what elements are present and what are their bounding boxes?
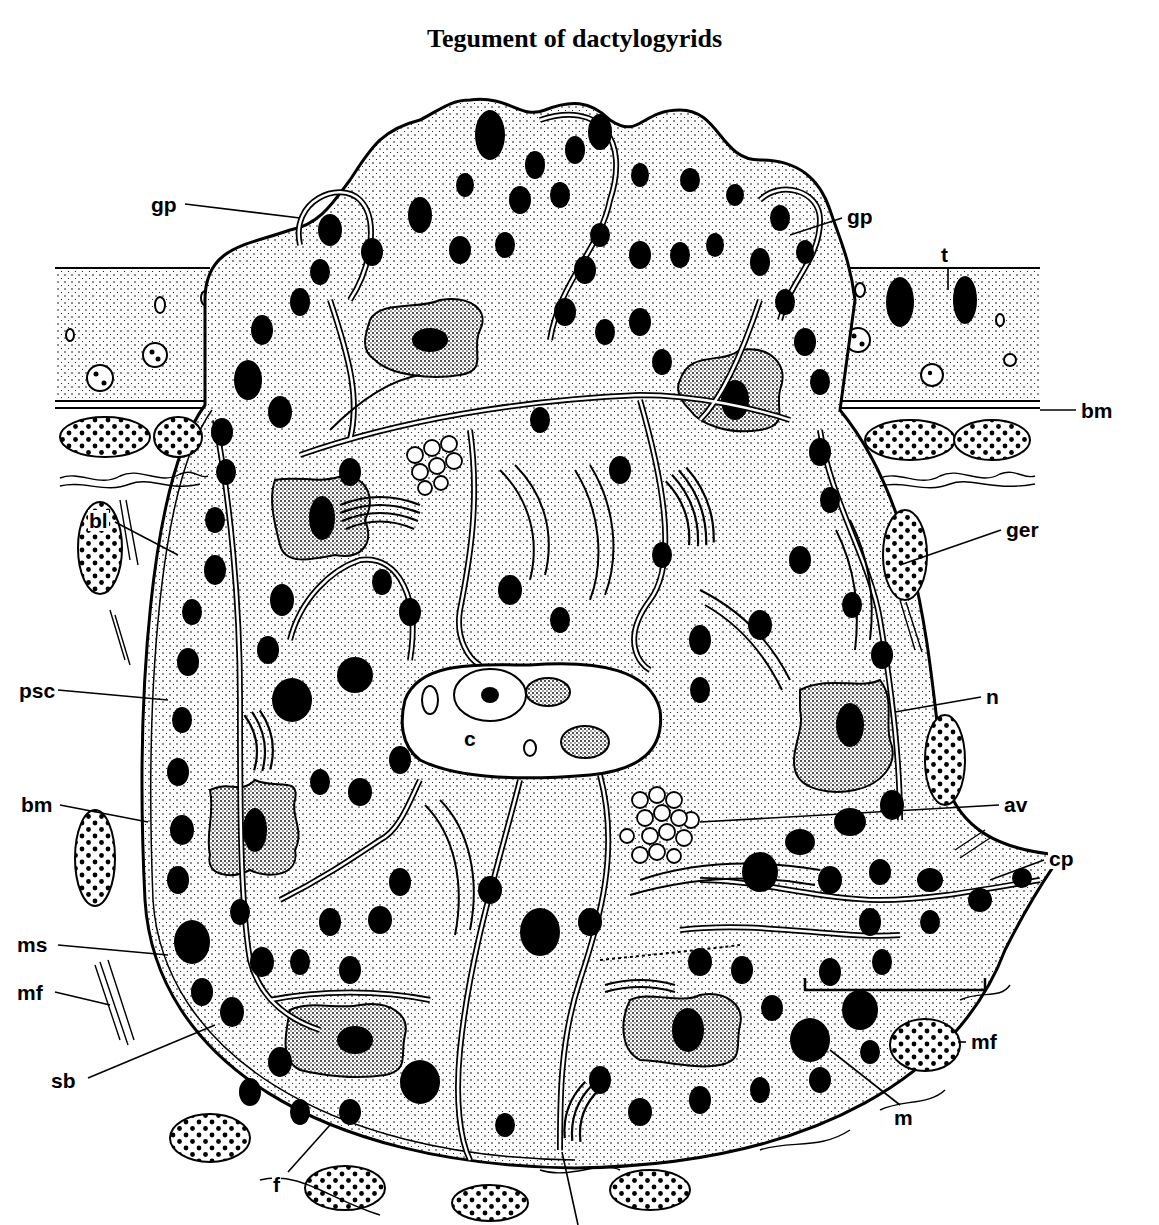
part-label: n — [985, 686, 1000, 707]
part-label: gp — [846, 206, 874, 227]
part-label: cp — [1048, 848, 1075, 869]
part-label: ger — [1005, 519, 1040, 540]
part-label: bl — [88, 510, 109, 531]
part-label: c — [463, 728, 477, 749]
part-label: mf — [16, 982, 44, 1003]
part-label: psc — [18, 680, 56, 701]
part-label: bm — [1080, 400, 1114, 421]
part-label: gp — [150, 194, 178, 215]
part-label: t — [940, 244, 949, 265]
part-label: mf — [970, 1031, 998, 1052]
part-label: ms — [16, 934, 48, 955]
part-label: f — [272, 1174, 281, 1195]
diagram-title: Tegument of dactylogyrids — [427, 24, 722, 54]
part-label: av — [1003, 794, 1028, 815]
part-label: sb — [50, 1070, 77, 1091]
part-label: m — [893, 1107, 914, 1128]
part-label: bm — [20, 794, 54, 815]
